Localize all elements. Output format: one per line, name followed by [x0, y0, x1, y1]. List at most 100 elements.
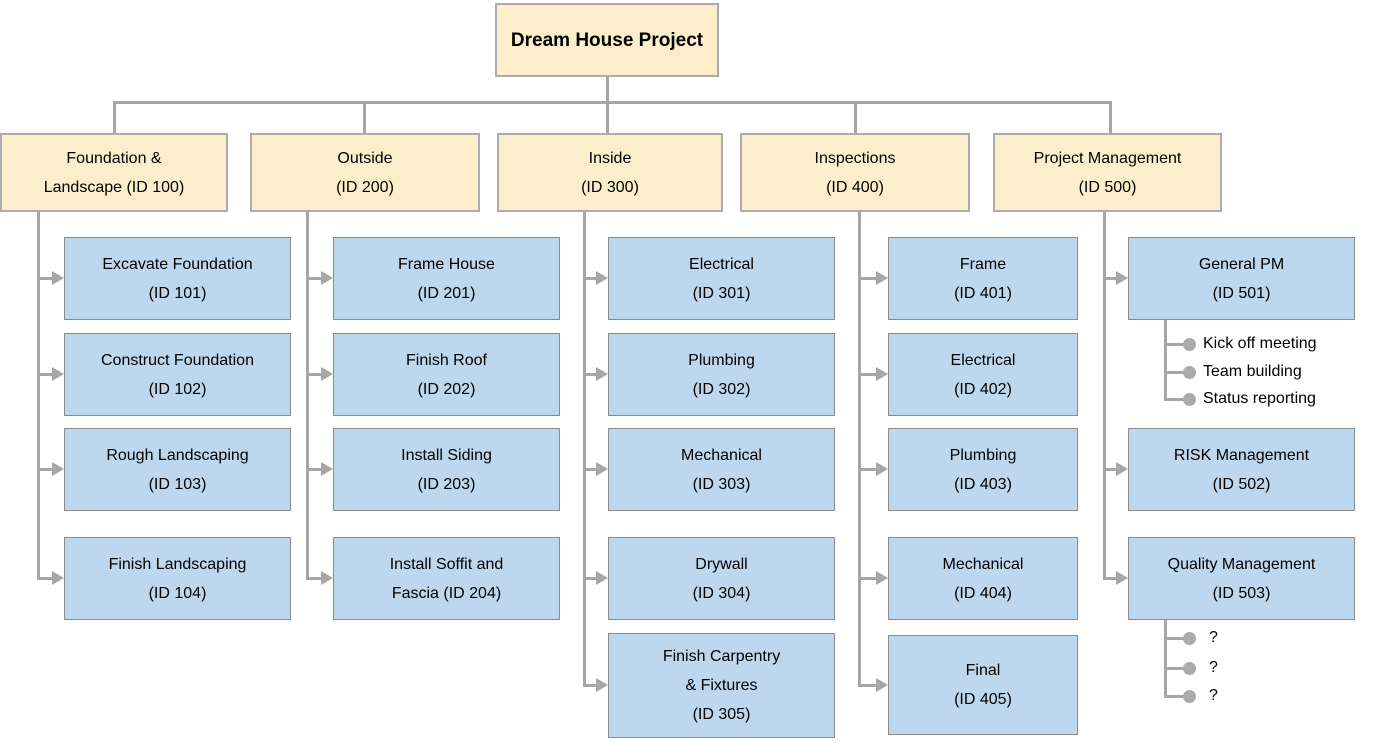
node-label: Electrical [689, 255, 754, 273]
bullet-dot-icon [1183, 662, 1196, 675]
arrow-right-icon [596, 271, 608, 285]
connector-bullet-arm [1164, 667, 1184, 670]
task-node-502: RISK Management (ID 502) [1128, 428, 1355, 511]
node-label: Frame [959, 255, 1007, 273]
node-label: (ID 101) [148, 284, 207, 302]
bullet-label: ? [1209, 659, 1218, 676]
task-node-404: Mechanical (ID 404) [888, 537, 1078, 620]
connector-arm [583, 373, 596, 376]
node-label: Outside [337, 149, 393, 167]
node-label: (ID 500) [1078, 178, 1137, 196]
arrow-right-icon [1116, 271, 1128, 285]
connector-bullet-arm [1164, 343, 1184, 346]
node-label: Construct Foundation [101, 351, 254, 369]
connector-stub-400 [854, 101, 857, 133]
connector-arm [37, 577, 52, 580]
bullet-dot-icon [1183, 632, 1196, 645]
branch-node-200: Outside (ID 200) [250, 133, 480, 212]
branch-node-300: Inside (ID 300) [497, 133, 723, 212]
node-label: (ID 405) [954, 691, 1012, 708]
connector-arm [306, 577, 321, 580]
task-node-302: Plumbing (ID 302) [608, 333, 835, 416]
task-node-201: Frame House (ID 201) [333, 237, 560, 320]
branch-node-400: Inspections (ID 400) [740, 133, 970, 212]
arrow-right-icon [876, 367, 888, 381]
bullet-label: Kick off meeting [1203, 335, 1317, 352]
arrow-right-icon [876, 571, 888, 585]
node-label: Landscape (ID 100) [43, 178, 185, 196]
arrow-right-icon [52, 462, 64, 476]
node-label: Quality Management [1167, 555, 1316, 573]
node-label: Finish Landscaping [108, 555, 247, 573]
node-label: Excavate Foundation [102, 255, 253, 273]
connector-stub-500 [1109, 101, 1112, 133]
task-node-103: Rough Landscaping (ID 103) [64, 428, 291, 511]
node-label: Rough Landscaping [106, 446, 249, 464]
task-node-304: Drywall (ID 304) [608, 537, 835, 620]
node-label: Install Soffit and [389, 555, 504, 573]
root-node: Dream House Project [495, 3, 719, 77]
arrow-right-icon [596, 678, 608, 692]
arrow-right-icon [876, 462, 888, 476]
connector-arm [306, 277, 321, 280]
node-label: (ID 402) [954, 380, 1012, 398]
node-label: (ID 104) [148, 584, 207, 602]
connector-arm [858, 373, 876, 376]
arrow-right-icon [1116, 571, 1128, 585]
node-label: Finish Carpentry [662, 648, 781, 665]
arrow-right-icon [321, 462, 333, 476]
bullet-dot-icon [1183, 393, 1196, 406]
connector-bullet-arm [1164, 371, 1184, 374]
node-label: Plumbing [949, 446, 1017, 464]
task-node-503: Quality Management (ID 503) [1128, 537, 1355, 620]
task-node-104: Finish Landscaping (ID 104) [64, 537, 291, 620]
node-label: (ID 200) [336, 178, 394, 196]
node-label: Mechanical [681, 446, 762, 464]
task-node-102: Construct Foundation (ID 102) [64, 333, 291, 416]
bullet-label: ? [1209, 629, 1218, 646]
node-label: Drywall [695, 555, 748, 573]
connector-arm [583, 684, 596, 687]
node-label: General PM [1198, 255, 1285, 273]
connector-arm [583, 468, 596, 471]
node-label: (ID 203) [417, 475, 476, 493]
arrow-right-icon [1116, 462, 1128, 476]
connector-trunk-200 [306, 212, 309, 580]
task-node-405: Final (ID 405) [888, 635, 1078, 735]
bullet-label: Status reporting [1203, 390, 1316, 407]
node-label: (ID 103) [148, 475, 207, 493]
node-label: (ID 300) [581, 178, 639, 196]
node-label: (ID 304) [692, 584, 751, 602]
arrow-right-icon [52, 571, 64, 585]
node-label: (ID 202) [417, 380, 476, 398]
arrow-right-icon [52, 271, 64, 285]
branch-node-100: Foundation & Landscape (ID 100) [0, 133, 228, 212]
bullet-dot-icon [1183, 338, 1196, 351]
connector-arm [1103, 277, 1116, 280]
node-label: (ID 201) [417, 284, 476, 302]
task-node-303: Mechanical (ID 303) [608, 428, 835, 511]
connector-stub-200 [363, 101, 366, 133]
node-label: & Fixtures [685, 677, 758, 694]
task-node-203: Install Siding (ID 203) [333, 428, 560, 511]
connector-bullets-503 [1164, 620, 1167, 698]
connector-bullet-arm [1164, 637, 1184, 640]
node-label: (ID 305) [692, 706, 751, 723]
bullet-dot-icon [1183, 690, 1196, 703]
node-label: Electrical [950, 351, 1016, 369]
connector-trunk-400 [858, 212, 861, 687]
task-node-204: Install Soffit and Fascia (ID 204) [333, 537, 560, 620]
arrow-right-icon [876, 271, 888, 285]
node-label: Fascia (ID 204) [391, 584, 502, 602]
arrow-right-icon [596, 571, 608, 585]
node-label: (ID 501) [1212, 284, 1271, 302]
connector-arm [1103, 468, 1116, 471]
connector-arm [583, 577, 596, 580]
node-label: (ID 302) [692, 380, 751, 398]
connector-arm [858, 684, 876, 687]
task-node-403: Plumbing (ID 403) [888, 428, 1078, 511]
connector-arm [306, 373, 321, 376]
connector-trunk-300 [583, 212, 586, 687]
connector-bullets-501 [1164, 320, 1167, 401]
